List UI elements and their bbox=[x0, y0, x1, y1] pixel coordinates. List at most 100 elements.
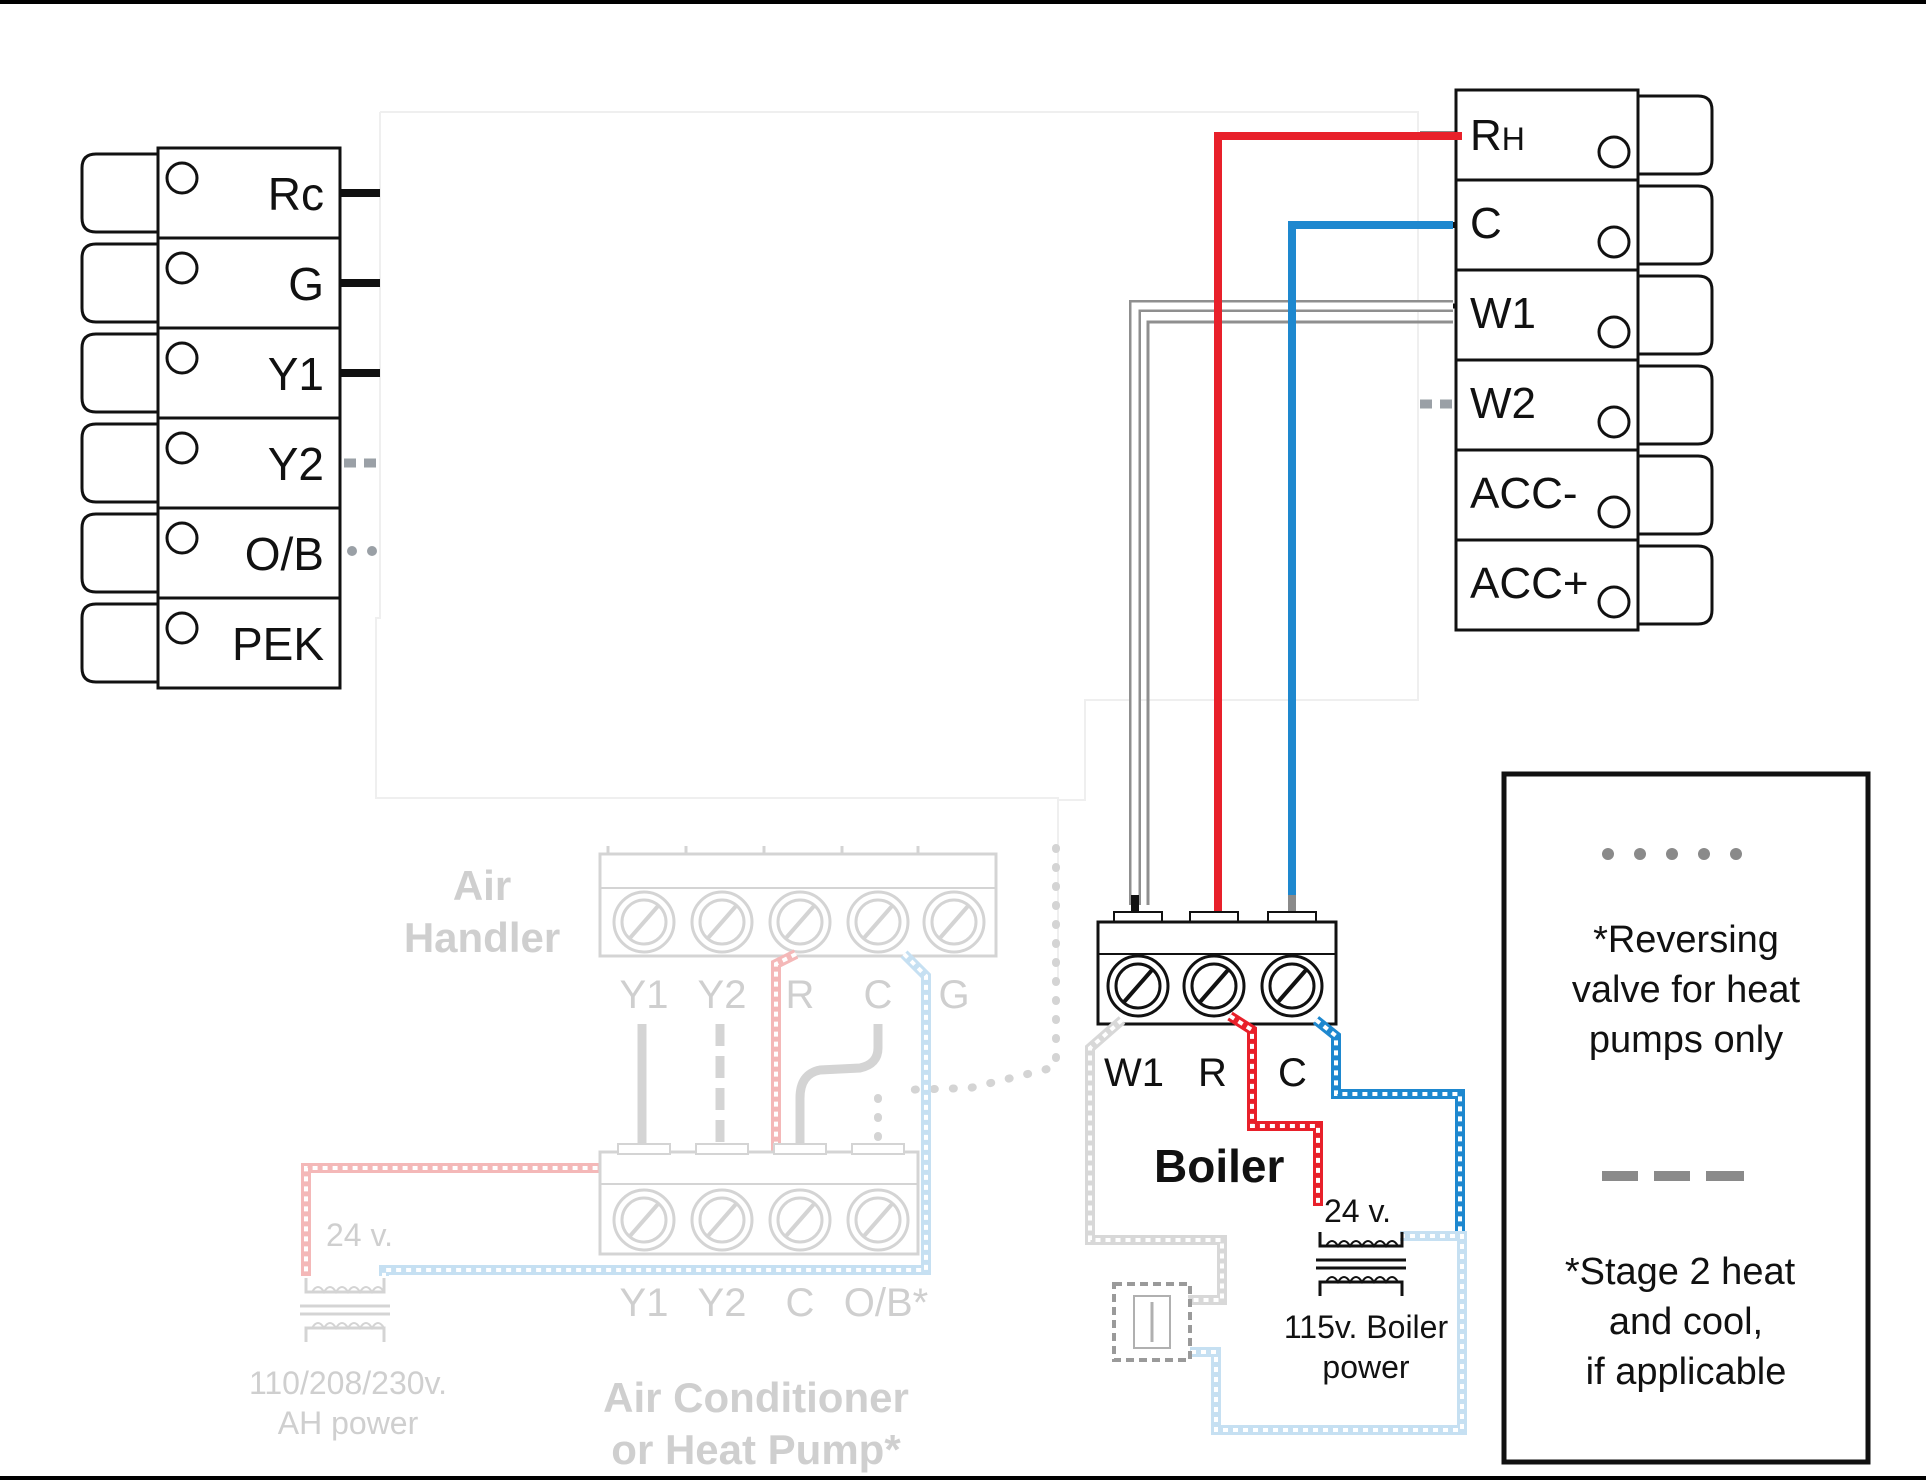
terminal-hole-icon bbox=[165, 431, 199, 465]
air-handler-title-line1: Air bbox=[453, 862, 511, 909]
right-terminal-c: C bbox=[1454, 178, 1714, 272]
terminal-hole-icon bbox=[165, 251, 199, 285]
ah-screw-1 bbox=[690, 890, 754, 954]
legend-dotted-sample bbox=[1602, 848, 1742, 860]
ah-terminal-label: C bbox=[864, 973, 893, 1017]
right-terminal-label: W2 bbox=[1470, 379, 1536, 428]
terminal-hole-icon bbox=[1597, 585, 1631, 619]
boiler-power-line1: 115v. Boiler bbox=[1284, 1309, 1449, 1345]
right-terminal-stubs bbox=[1420, 131, 1456, 409]
ac-tab bbox=[851, 1143, 905, 1155]
legend-dashed-line3: if applicable bbox=[1586, 1351, 1787, 1393]
ah-screw-2 bbox=[768, 890, 832, 954]
ac-screw-3 bbox=[846, 1188, 910, 1252]
w1-wire-core bbox=[1146, 320, 1453, 905]
boiler-title: Boiler bbox=[1154, 1140, 1284, 1192]
left-terminal-label: G bbox=[288, 258, 324, 310]
ac-screw-0 bbox=[612, 1188, 676, 1252]
ac-terminal-label: Y1 bbox=[620, 1281, 669, 1325]
right-terminal-label: C bbox=[1470, 199, 1502, 248]
air-handler-title-line2: Handler bbox=[404, 914, 560, 961]
air-conditioner-screws bbox=[600, 1143, 918, 1252]
right-terminal-label: ACC+ bbox=[1470, 559, 1589, 608]
left-terminal-label: PEK bbox=[232, 618, 324, 670]
ah-terminal-label: R bbox=[786, 973, 815, 1017]
background-outline bbox=[375, 111, 1419, 985]
right-terminal-acc: ACC- bbox=[1454, 448, 1714, 542]
terminal-hole-icon bbox=[165, 521, 199, 555]
legend: *Reversing valve for heat pumps only *St… bbox=[1501, 771, 1871, 1465]
legend-dashed-line2: and cool, bbox=[1609, 1301, 1763, 1343]
ac-tab bbox=[617, 1143, 671, 1155]
terminal-hole-icon bbox=[165, 611, 199, 645]
ac-terminal-label: O/B* bbox=[844, 1281, 928, 1325]
ah-screw-3 bbox=[846, 890, 910, 954]
ac-screw-2 bbox=[768, 1188, 832, 1252]
terminal-hole-icon bbox=[1597, 315, 1631, 349]
ac-terminal-label: Y2 bbox=[698, 1281, 747, 1325]
ah-screw-4 bbox=[922, 890, 986, 954]
left-terminal-label: O/B bbox=[245, 528, 324, 580]
rh-wire bbox=[1214, 132, 1462, 914]
boiler-terminal-w1: W1 bbox=[1104, 1051, 1164, 1095]
right-terminal-label: ACC- bbox=[1470, 469, 1578, 518]
terminal-hole-icon bbox=[1597, 225, 1631, 259]
legend-dashed-line1: *Stage 2 heat bbox=[1565, 1251, 1796, 1293]
right-terminal-label: W1 bbox=[1470, 289, 1536, 338]
legend-dotted-line3: pumps only bbox=[1589, 1019, 1783, 1061]
boiler-power-line2: power bbox=[1322, 1349, 1410, 1385]
air-conditioner-title-line2: or Heat Pump* bbox=[611, 1426, 901, 1473]
ah-terminal-label: G bbox=[938, 973, 969, 1017]
right-terminal-w1: W1 bbox=[1454, 268, 1714, 362]
ac-tab bbox=[695, 1143, 749, 1155]
right-terminal-acc: ACC+ bbox=[1454, 538, 1714, 632]
boiler-terminal-c: C bbox=[1278, 1051, 1307, 1095]
left-terminal-label: Y2 bbox=[268, 438, 324, 490]
ah-transformer-icon bbox=[300, 1278, 390, 1342]
ob-dotted-wire bbox=[896, 844, 1060, 1094]
ah-terminal-label: Y1 bbox=[620, 973, 669, 1017]
left-terminal-label: Y1 bbox=[268, 348, 324, 400]
boiler-transformer-voltage: 24 v. bbox=[1324, 1193, 1391, 1229]
terminal-hole-icon bbox=[165, 341, 199, 375]
legend-dotted-line2: valve for heat bbox=[1572, 969, 1801, 1011]
air-handler-terminal-labels: Y1 Y2 R C G bbox=[620, 973, 970, 1017]
boiler-terminal-r: R bbox=[1198, 1051, 1227, 1095]
ac-screw-1 bbox=[690, 1188, 754, 1252]
terminal-hole-icon bbox=[165, 161, 199, 195]
thermostat-wires bbox=[1129, 132, 1462, 914]
ah-transformer-voltage: 24 v. bbox=[326, 1217, 393, 1253]
relay-icon bbox=[1112, 1282, 1192, 1362]
ah-c-wire bbox=[795, 1024, 883, 1146]
ah-screw-0 bbox=[612, 890, 676, 954]
left-stub-ob-dot bbox=[367, 546, 377, 556]
terminal-hole-icon bbox=[1597, 405, 1631, 439]
boiler-screw-r bbox=[1182, 954, 1246, 1018]
ac-tab bbox=[773, 1143, 827, 1155]
air-handler-screws bbox=[600, 846, 996, 954]
left-terminal-g: G bbox=[80, 236, 342, 330]
left-terminal-ob: O/B bbox=[80, 506, 342, 600]
terminal-hole-icon bbox=[1597, 135, 1631, 169]
c-wire bbox=[1288, 221, 1453, 897]
right-terminal-label-rh: RH bbox=[1470, 111, 1525, 160]
air-conditioner-title-line1: Air Conditioner bbox=[603, 1374, 909, 1421]
right-terminal-rh: RH bbox=[1454, 88, 1714, 182]
right-terminal-w2: W2 bbox=[1454, 358, 1714, 452]
boiler-internal-wiring: Boiler 24 v. 115v. Boiler power bbox=[1085, 1011, 1467, 1435]
left-terminal-label: Rc bbox=[268, 168, 324, 220]
left-terminal-y1: Y1 bbox=[80, 326, 342, 420]
boiler-terminal-block: W1 R C bbox=[1096, 911, 1338, 1095]
ah-power-line1: 110/208/230v. bbox=[249, 1365, 447, 1401]
ah-terminal-label: Y2 bbox=[698, 973, 747, 1017]
boiler-screw-w1 bbox=[1106, 954, 1170, 1018]
legend-box bbox=[1501, 771, 1871, 1465]
boiler-transformer-icon bbox=[1316, 1232, 1406, 1296]
legend-dotted-line1: *Reversing bbox=[1593, 919, 1779, 961]
